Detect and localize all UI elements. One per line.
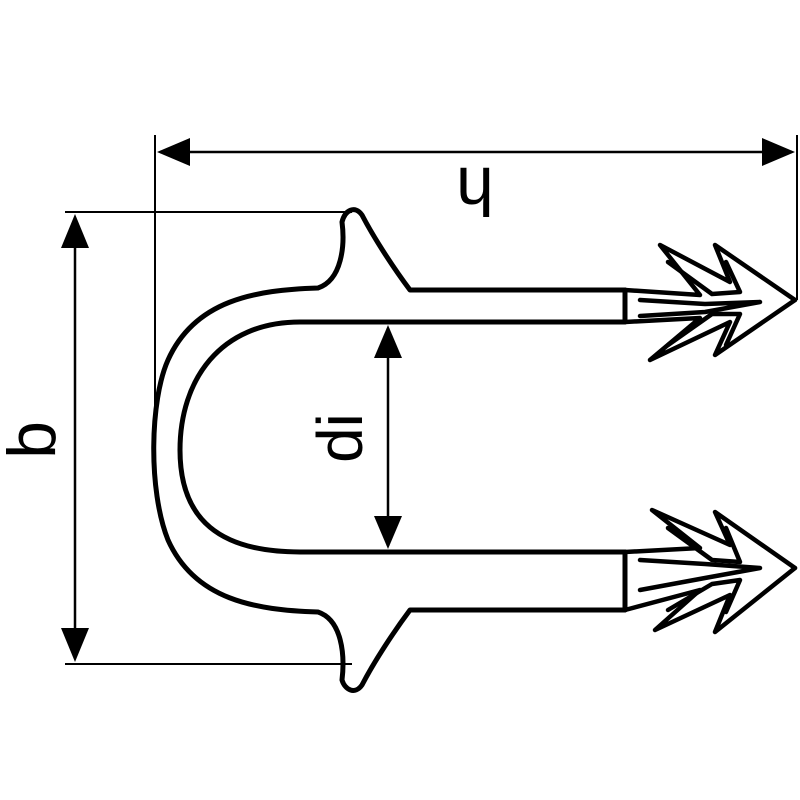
- inner-diameter-arrow-bottom: [374, 516, 402, 549]
- bottom-tip-inner-barb: [637, 557, 763, 593]
- width-arrow-right: [762, 138, 795, 166]
- top-tip-inner-notch-upper: [665, 259, 743, 297]
- height-arrow-top: [61, 214, 89, 248]
- height-arrow-bottom: [61, 628, 89, 662]
- bottom-barbed-tip: [622, 507, 798, 635]
- clip-outer-outline: [151, 207, 628, 693]
- height-label: b: [0, 421, 70, 459]
- bottom-tip-inner-notch-upper: [665, 525, 743, 565]
- extension-lines: [65, 135, 798, 665]
- top-barbed-tip: [622, 242, 798, 363]
- top-tip-inner-barb: [637, 297, 763, 319]
- width-arrow-left: [157, 138, 190, 166]
- top-tip-inner-notch-lower: [665, 311, 743, 348]
- inner-diameter-arrow-top: [374, 325, 402, 358]
- height-dimension: b: [0, 214, 89, 662]
- width-label: h: [456, 153, 494, 229]
- bottom-tip-upper-shaft: [622, 507, 798, 571]
- inner-diameter-label: di: [304, 413, 376, 463]
- clip-body: [151, 207, 628, 693]
- inner-diameter-dimension: di: [304, 325, 402, 549]
- top-tip-upper-shaft: [622, 242, 798, 303]
- width-dimension: h: [157, 138, 795, 229]
- top-tip-lower-shaft: [622, 297, 798, 363]
- clip-inner-outline: [177, 319, 628, 555]
- bottom-tip-inner-notch-lower: [665, 577, 743, 615]
- bottom-tip-lower-shaft: [622, 565, 798, 635]
